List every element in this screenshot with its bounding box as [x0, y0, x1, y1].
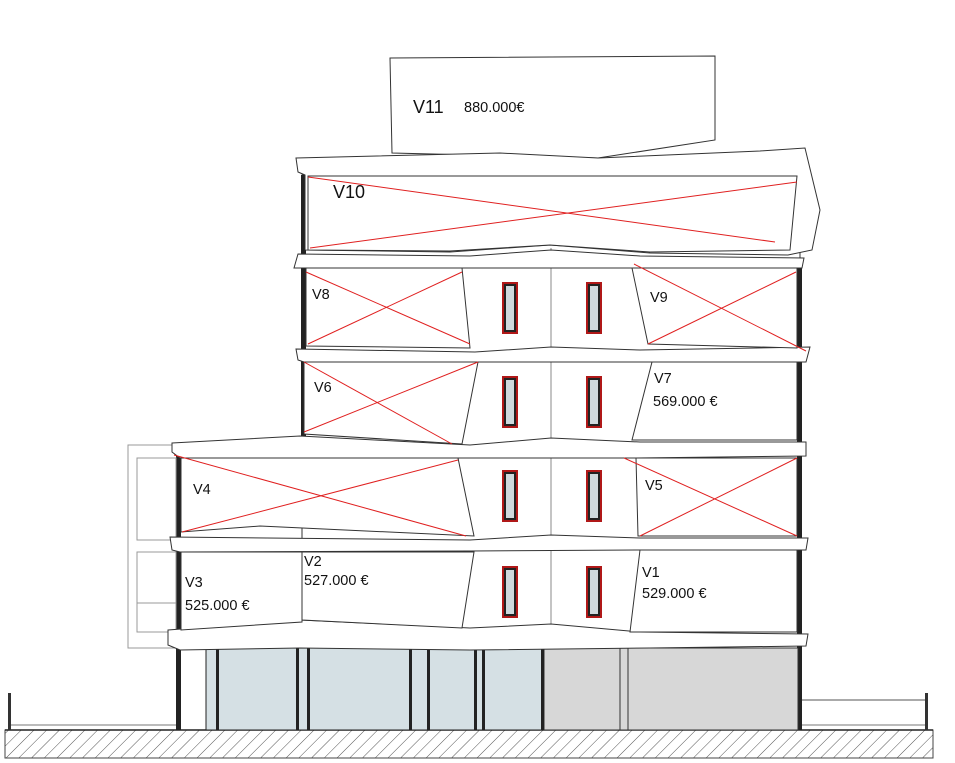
window	[502, 282, 518, 334]
unit-v8-label: V8	[312, 287, 330, 303]
unit-v6-label: V6	[314, 380, 332, 396]
unit-v3	[180, 551, 303, 631]
window	[502, 376, 518, 428]
glazing-mullion	[427, 648, 430, 730]
left-fence-post	[8, 693, 11, 730]
unit-v11-label: V11	[413, 97, 444, 117]
sold-cross-v10	[307, 176, 798, 249]
unit-v9	[631, 267, 798, 349]
floor-slab-2	[171, 435, 807, 459]
annex-panel-upper	[136, 457, 177, 541]
window	[502, 566, 518, 618]
unit-v1-price: 529.000 €	[642, 586, 707, 602]
window	[586, 376, 602, 428]
unit-v1-label: V1	[642, 565, 660, 581]
floor-slab-0	[167, 619, 809, 651]
floor-slab-1	[169, 534, 809, 553]
right-fence-post	[925, 693, 928, 730]
unit-v10	[307, 175, 798, 253]
floor-slab-3	[295, 346, 811, 363]
annex-panel-lower	[136, 551, 177, 633]
unit-v3-price: 525.000 €	[185, 598, 250, 614]
right-wall	[797, 262, 802, 730]
unit-v6	[303, 361, 479, 445]
glazing-mullion	[541, 648, 544, 730]
floor-slab-4	[293, 249, 805, 269]
glazing-mullion	[307, 648, 310, 730]
sold-cross-v8	[305, 271, 471, 345]
window	[502, 470, 518, 522]
unit-v7-price: 569.000 €	[653, 394, 718, 410]
glazing-mullion	[216, 648, 219, 730]
unit-v11-penthouse	[389, 55, 716, 159]
unit-v2-price: 527.000 €	[304, 573, 369, 589]
sold-cross-v6	[303, 361, 479, 445]
annex-outline	[127, 444, 176, 649]
left-upper-wall	[301, 175, 306, 437]
unit-v4	[180, 457, 475, 537]
unit-v7	[631, 361, 798, 441]
window	[586, 566, 602, 618]
unit-v4-label: V4	[193, 482, 211, 498]
glazing-mullion	[482, 648, 485, 730]
unit-v10-label: V10	[333, 182, 365, 202]
ground-floor-shop	[543, 647, 799, 731]
unit-v9-label: V9	[650, 290, 668, 306]
sold-cross-v9	[633, 263, 807, 352]
unit-v2	[301, 551, 475, 629]
glazing-mullion	[409, 648, 412, 730]
window	[586, 470, 602, 522]
glazing-mullion	[474, 648, 477, 730]
sold-cross-v5	[623, 457, 798, 537]
ground-hatch	[4, 729, 934, 759]
unit-v3-label: V3	[185, 575, 203, 591]
unit-v5-label: V5	[645, 478, 663, 494]
glazing-mullion	[296, 648, 299, 730]
left-lower-wall	[176, 445, 181, 730]
ground-floor-glazing	[205, 647, 545, 731]
unit-v2-label: V2	[304, 554, 322, 570]
window	[586, 282, 602, 334]
unit-v1	[629, 549, 798, 633]
unit-v11-price: 880.000€	[464, 100, 524, 116]
unit-v7-label: V7	[654, 371, 672, 387]
sold-cross-v4	[173, 454, 467, 537]
